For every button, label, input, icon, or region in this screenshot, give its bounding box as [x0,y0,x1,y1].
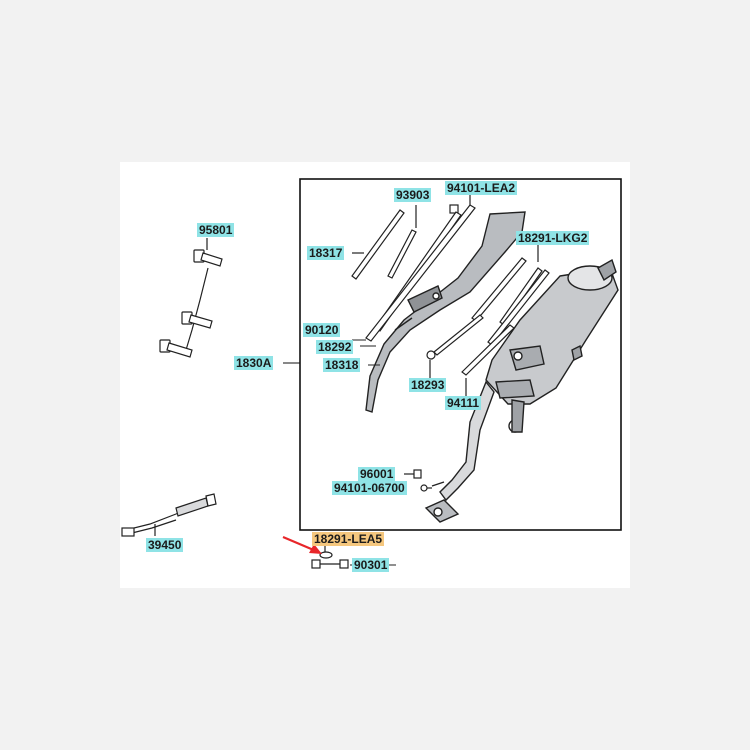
part-label-90120[interactable]: 90120 [303,323,341,337]
part-label-1830a[interactable]: 1830A [234,356,274,370]
part-label-90301[interactable]: 90301 [352,558,390,572]
exhaust-pipe [424,380,495,523]
part-label-94111[interactable]: 94111 [445,396,482,410]
bolt-96001 [404,469,432,492]
part-label-18318[interactable]: 18318 [323,358,361,372]
pointer-arrow [282,535,322,554]
heat-shield-18318 [365,211,526,413]
part-label-18291-lea5[interactable]: 18291-LEA5 [312,532,385,546]
part-label-18317[interactable]: 18317 [307,246,345,260]
assembly-frame [299,178,622,531]
part-label-96001[interactable]: 96001 [358,467,396,481]
part-label-93903[interactable]: 93903 [394,188,432,202]
rod-18317 [351,209,405,280]
muffler-18291 [485,258,619,433]
part-label-18292[interactable]: 18292 [316,340,354,354]
part-label-18293[interactable]: 18293 [409,378,447,392]
gasket-18291-lea5 [311,545,349,569]
bolt-94101-lea2 [365,195,476,342]
part-label-94101-06700[interactable]: 94101-06700 [332,481,407,495]
part-label-95801[interactable]: 95801 [197,223,235,237]
part-label-94101-lea2[interactable]: 94101-LEA2 [445,181,518,195]
sensor-39450 [121,493,217,537]
rod-93903 [387,205,417,279]
bolt-95801-group [159,238,223,358]
bolt-18293 [426,314,484,378]
part-label-39450[interactable]: 39450 [146,538,184,552]
part-label-18291-lkg2[interactable]: 18291-LKG2 [516,231,590,245]
